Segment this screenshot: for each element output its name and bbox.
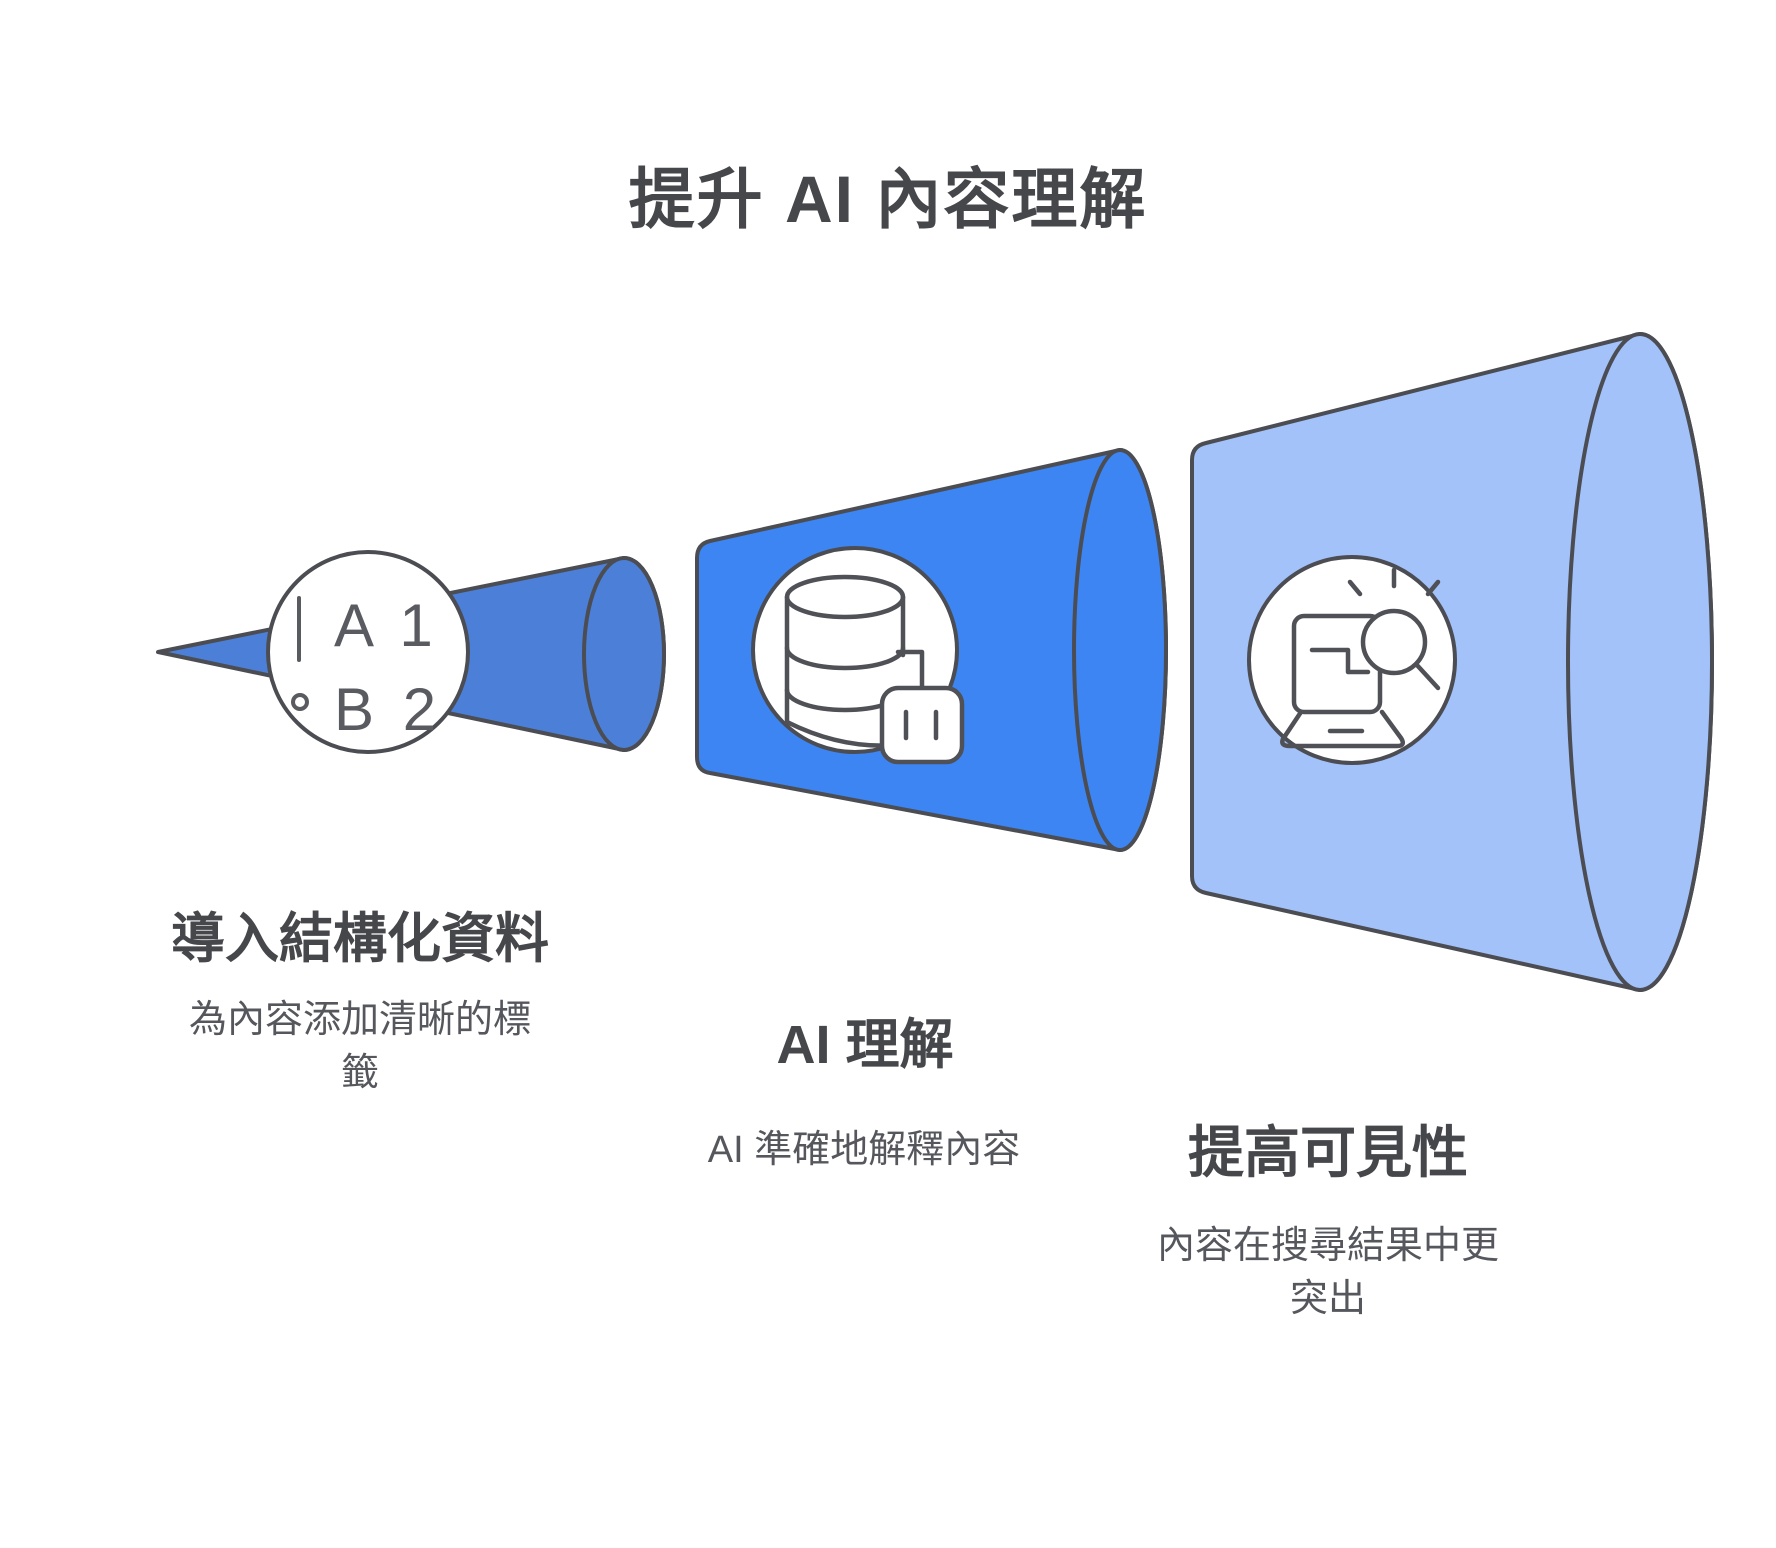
laptop-search-icon bbox=[1280, 567, 1441, 749]
stage-3-label: 提高可見性 bbox=[1188, 1121, 1468, 1184]
stage-2-description: AI 準確地解釋內容 bbox=[707, 1129, 1021, 1171]
tag-label-b2: B 2 bbox=[334, 676, 442, 743]
cone-3-cap bbox=[1566, 332, 1714, 992]
cone-2-cap bbox=[1072, 448, 1168, 852]
funnel-stage-3 bbox=[1190, 332, 1714, 992]
funnel-stage-2 bbox=[695, 448, 1168, 852]
tag-labels-icon bbox=[291, 596, 309, 711]
tag-label-a1: A 1 bbox=[334, 592, 439, 659]
stage-1-label: 導入結構化資料 bbox=[171, 909, 549, 969]
cone-1-cap bbox=[582, 556, 666, 752]
database-robot-icon bbox=[784, 574, 965, 765]
stage-3-description: 內容在搜尋結果中更突出 bbox=[1156, 1225, 1499, 1321]
stage-1-icon-badge bbox=[266, 550, 470, 754]
funnel-stage-1: A 1 B 2 bbox=[156, 550, 666, 754]
stage-1-description: 為內容添加清晰的標籤 bbox=[188, 999, 531, 1095]
stage-2-label: AI 理解 bbox=[776, 1015, 954, 1075]
page-title: 提升 AI 內容理解 bbox=[628, 162, 1148, 236]
